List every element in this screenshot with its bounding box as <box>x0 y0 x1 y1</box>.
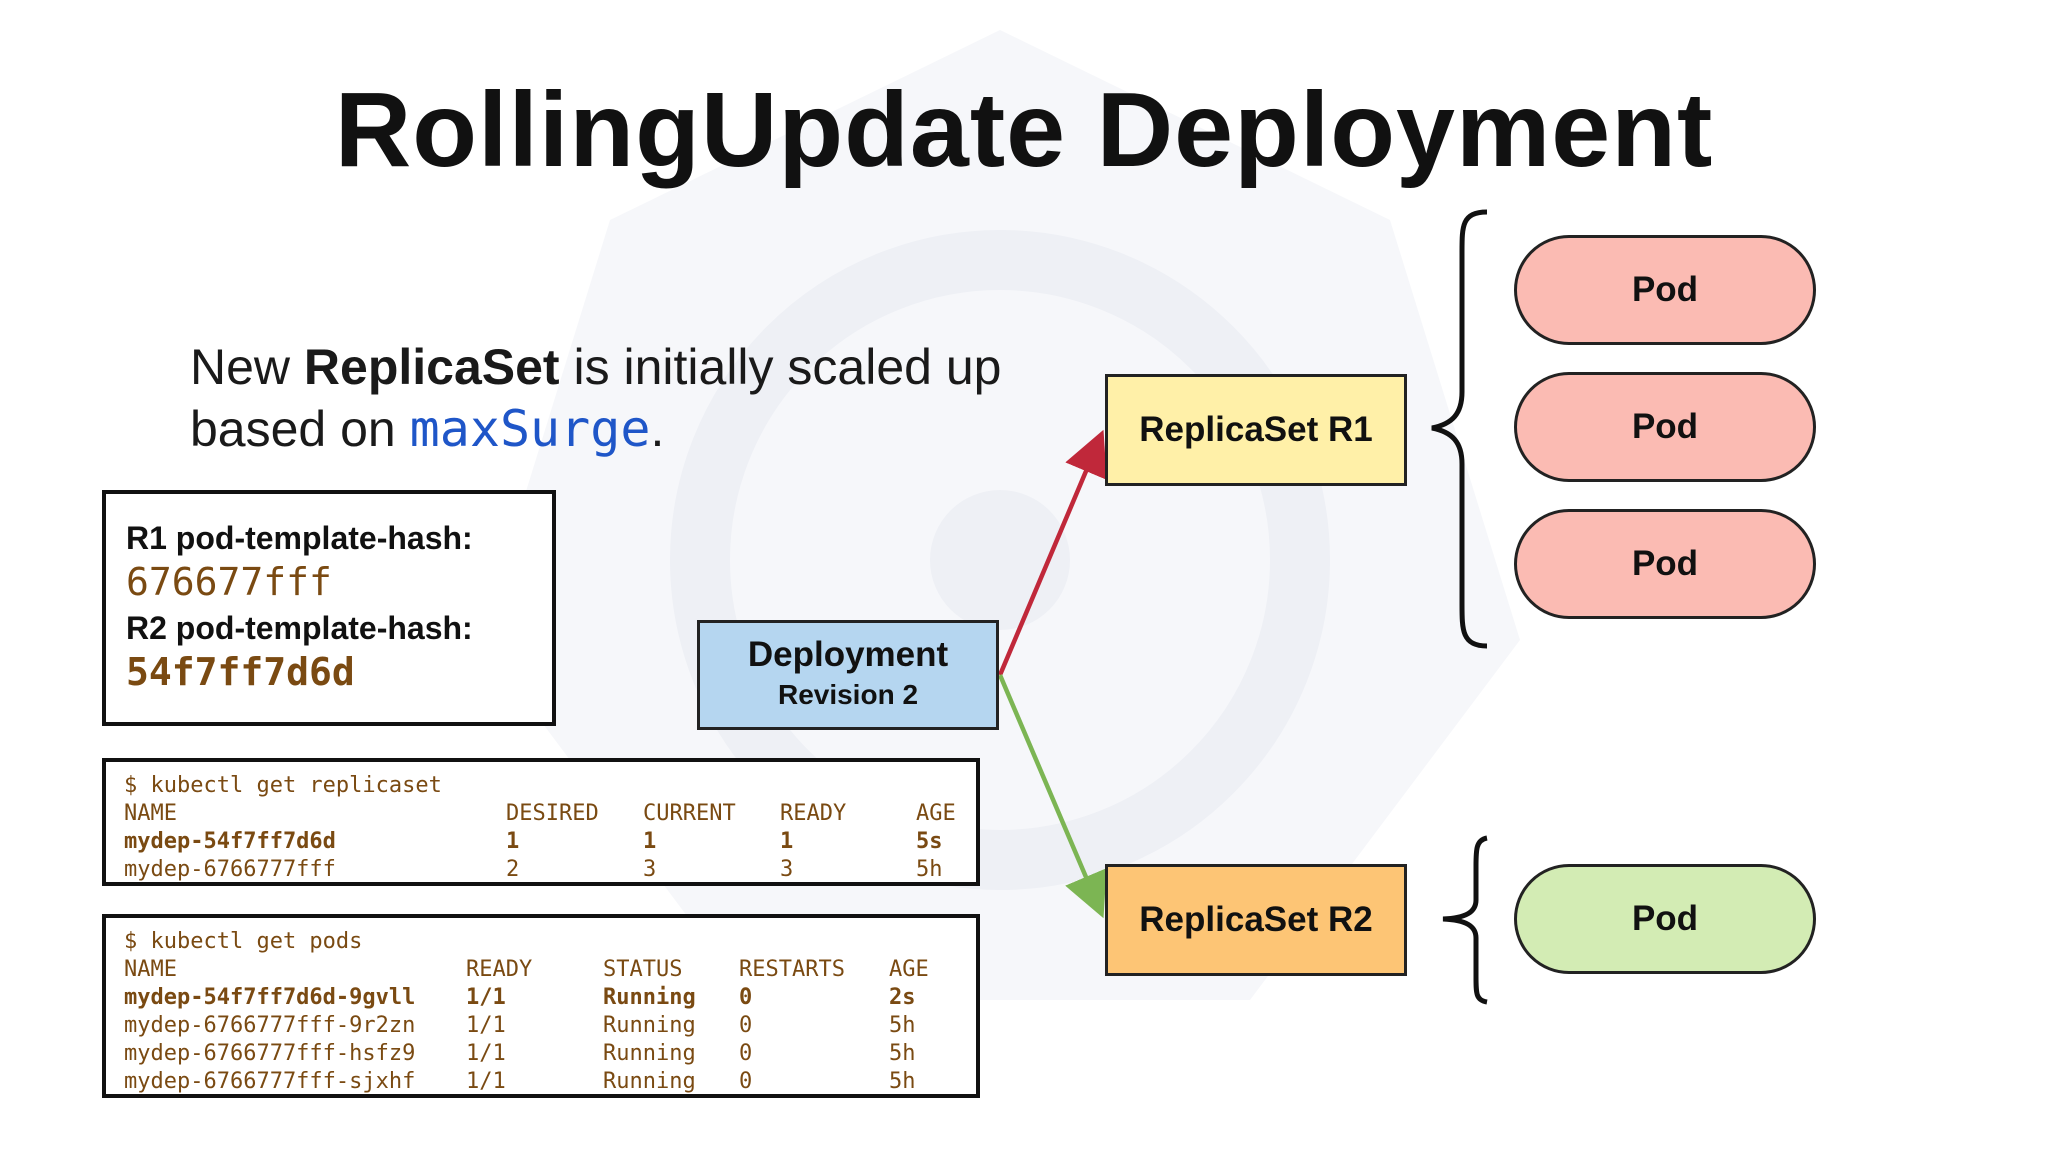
cell-restarts: 0 <box>739 1041 753 1066</box>
subtitle-part4: . <box>650 401 665 457</box>
cell-name: mydep-6766777fff-sjxhf <box>124 1069 416 1094</box>
pod-r2-1: Pod <box>1514 864 1816 974</box>
pod-r1-3: Pod <box>1514 509 1816 619</box>
header-name: NAME <box>124 957 177 982</box>
header-current: CURRENT <box>643 801 736 826</box>
pod-r1-2: Pod <box>1514 372 1816 482</box>
cell-ready: 1/1 <box>466 985 506 1010</box>
cell-name: mydep-54f7ff7d6d-9gvll <box>124 985 416 1010</box>
cell-status: Running <box>603 1013 696 1038</box>
subtitle-part3: based on <box>190 401 410 457</box>
terminal-row: mydep-6766777fff-hsfz9 1/1 Running 0 5h <box>124 1040 976 1068</box>
cell-status: Running <box>603 1041 696 1066</box>
command-text: $ kubectl get replicaset <box>124 773 442 798</box>
subtitle-text: New ReplicaSet is initially scaled up ba… <box>190 336 1090 460</box>
cell-name: mydep-6766777fff-hsfz9 <box>124 1041 416 1066</box>
terminal-command: $ kubectl get replicaset <box>124 772 976 800</box>
cell-age: 5h <box>889 1069 916 1094</box>
deployment-revision: Revision 2 <box>777 679 919 710</box>
replicaset-terminal: $ kubectl get replicaset NAME DESIRED CU… <box>102 758 980 886</box>
terminal-row: mydep-6766777fff 2 3 3 5h <box>124 856 976 884</box>
command-text: $ kubectl get pods <box>124 929 363 954</box>
cell-current: 3 <box>643 857 657 882</box>
header-age: AGE <box>916 801 956 826</box>
header-restarts: RESTARTS <box>739 957 845 982</box>
deployment-label: Deployment <box>747 635 949 674</box>
terminal-row: mydep-6766777fff-sjxhf 1/1 Running 0 5h <box>124 1068 976 1096</box>
subtitle-bold: ReplicaSet <box>303 339 560 395</box>
cell-ready: 1/1 <box>466 1013 506 1038</box>
cell-name: mydep-54f7ff7d6d <box>124 829 336 854</box>
cell-current: 1 <box>643 829 657 854</box>
cell-ready: 1 <box>780 829 794 854</box>
header-status: STATUS <box>603 957 683 982</box>
cell-ready: 1/1 <box>466 1041 506 1066</box>
cell-age: 2s <box>889 985 916 1010</box>
terminal-command: $ kubectl get pods <box>124 928 976 956</box>
header-age: AGE <box>889 957 929 982</box>
cell-name: mydep-6766777fff-9r2zn <box>124 1013 416 1038</box>
header-ready: READY <box>780 801 847 826</box>
cell-status: Running <box>603 1069 696 1094</box>
pods-terminal: $ kubectl get pods NAME READY STATUS RES… <box>102 914 980 1098</box>
terminal-header-row: NAME DESIRED CURRENT READY AGE <box>124 800 976 828</box>
header-name: NAME <box>124 801 177 826</box>
cell-desired: 1 <box>506 829 520 854</box>
terminal-row: mydep-54f7ff7d6d-9gvll 1/1 Running 0 2s <box>124 984 976 1012</box>
subtitle-part1: New <box>190 339 304 395</box>
subtitle-part2: is initially scaled up <box>559 339 1002 395</box>
terminal-header-row: NAME READY STATUS RESTARTS AGE <box>124 956 976 984</box>
r1-hash-value: 676677fff <box>126 560 332 604</box>
cell-restarts: 0 <box>739 1069 753 1094</box>
cell-ready: 3 <box>780 857 794 882</box>
cell-age: 5h <box>889 1041 916 1066</box>
cell-restarts: 0 <box>739 985 753 1010</box>
cell-ready: 1/1 <box>466 1069 506 1094</box>
replicaset-r2-node: ReplicaSet R2 <box>1105 864 1407 976</box>
pod-template-hash-box: R1 pod-template-hash: 676677fff R2 pod-t… <box>102 490 556 726</box>
subtitle-code: maxSurge <box>409 400 651 458</box>
cell-age: 5h <box>916 857 943 882</box>
pod-r1-1: Pod <box>1514 235 1816 345</box>
r1-hash-label: R1 pod-template-hash: <box>126 520 473 556</box>
replicaset-r1-node: ReplicaSet R1 <box>1105 374 1407 486</box>
cell-age: 5s <box>916 829 943 854</box>
cell-name: mydep-6766777fff <box>124 857 336 882</box>
header-desired: DESIRED <box>506 801 599 826</box>
terminal-row: mydep-54f7ff7d6d 1 1 1 5s <box>124 828 976 856</box>
cell-desired: 2 <box>506 857 520 882</box>
cell-restarts: 0 <box>739 1013 753 1038</box>
page-title: RollingUpdate Deployment <box>334 71 1714 189</box>
cell-status: Running <box>603 985 696 1010</box>
terminal-row: mydep-6766777fff-9r2zn 1/1 Running 0 5h <box>124 1012 976 1040</box>
r2-hash-value: 54f7ff7d6d <box>126 650 355 694</box>
header-ready: READY <box>466 957 533 982</box>
deployment-node: Deployment Revision 2 <box>697 620 999 730</box>
cell-age: 5h <box>889 1013 916 1038</box>
r2-hash-label: R2 pod-template-hash: <box>126 610 473 646</box>
